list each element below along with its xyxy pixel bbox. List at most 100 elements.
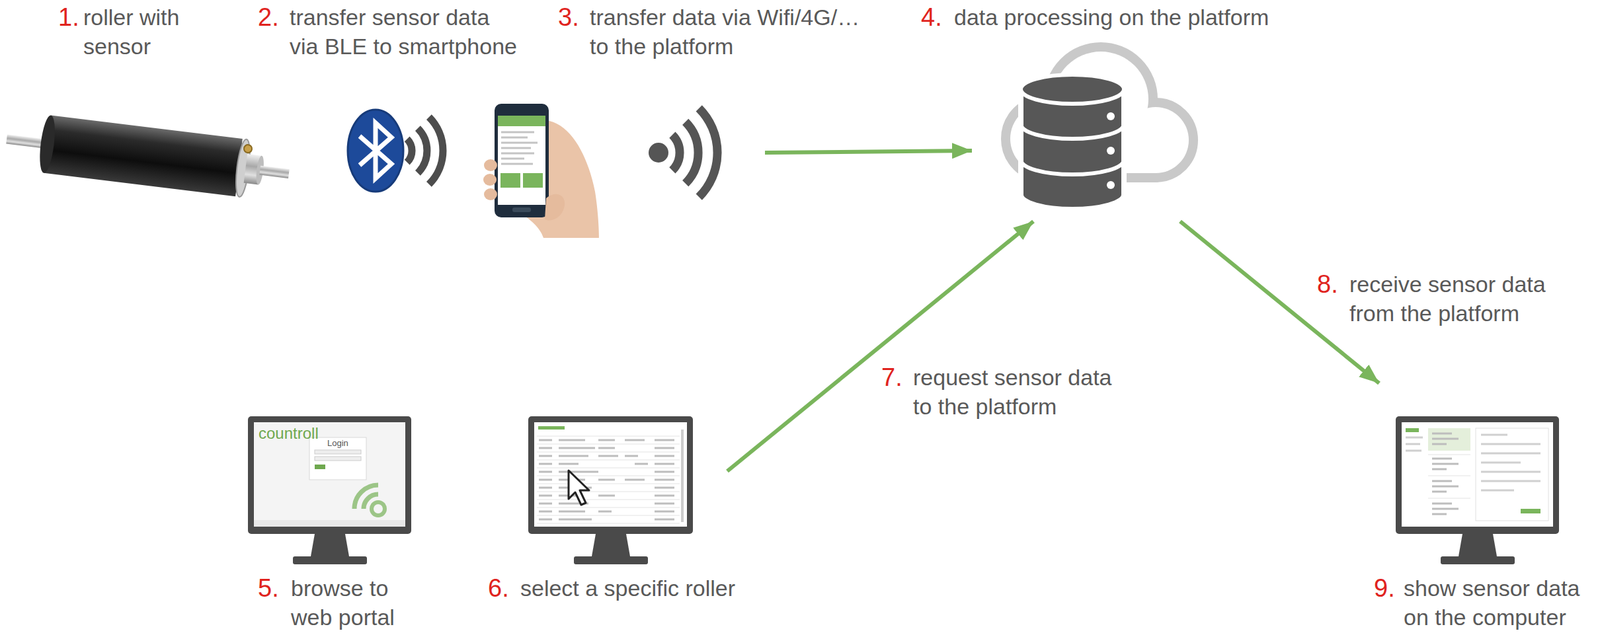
cloud-database-icon: [1106, 146, 1115, 155]
monitor-data-picture: [1458, 534, 1497, 557]
step-caption: data processing on the platform: [954, 2, 1298, 32]
connector-label: request sensor data to the platform: [913, 362, 1125, 422]
illustration-node: 1.roller with sensor: [7, 109, 293, 202]
smartphone-picture: [497, 115, 546, 127]
monitor-login-picture: [253, 520, 406, 527]
data-flow-arrow: [764, 150, 972, 153]
monitor-data-picture: [1405, 437, 1423, 451]
smartphone-picture: [494, 103, 549, 218]
cloud-database-icon: [1020, 124, 1124, 139]
screen-text: Login: [327, 439, 349, 449]
smartphone-picture: [501, 132, 538, 164]
monitor-data-picture: [1475, 428, 1549, 521]
smartphone-picture: [483, 159, 498, 172]
step-number: 1.: [58, 2, 80, 32]
cloud-database-icon: [1010, 51, 1189, 210]
monitor-login-picture: [247, 416, 412, 535]
step-caption: select a specific roller: [520, 573, 785, 603]
smartphone-picture: [500, 173, 521, 188]
bluetooth-icon: [347, 109, 443, 192]
monitor-login-picture: [354, 485, 379, 510]
smartphone-picture: [522, 173, 543, 188]
illustration-node: 4.data processing on the platform: [971, 39, 1197, 222]
monitor-login-picture: [310, 534, 350, 557]
monitor-list-picture: [568, 470, 590, 506]
monitor-data-picture: [1440, 556, 1515, 565]
step-number: 4.: [920, 2, 943, 32]
wireless-icon: [648, 108, 718, 198]
monitor-data-picture: [1405, 428, 1419, 433]
monitor-login-picture: [314, 450, 361, 455]
smartphone-picture: [483, 188, 498, 201]
monitor-login-picture: [292, 556, 367, 565]
monitor-data-picture: [1395, 416, 1560, 565]
monitor-data-picture: [1480, 435, 1541, 491]
monitor-list-picture: [573, 556, 648, 565]
screen-logo: countroll: [258, 425, 319, 443]
step-number: 6.: [487, 573, 510, 603]
monitor-list-picture: [534, 422, 687, 527]
step-number: 5.: [257, 573, 280, 603]
monitor-list-picture: [536, 436, 680, 524]
step-number: 2.: [257, 2, 280, 32]
cloud-database-icon: [1020, 160, 1124, 175]
monitor-data-picture: [1428, 454, 1471, 499]
step-caption: transfer data via Wifi/4G/… to the platf…: [589, 2, 871, 61]
roller-picture: [259, 165, 289, 179]
monitor-data-picture: [1520, 509, 1541, 514]
data-flow-arrow: [727, 221, 1034, 472]
step-caption: roller with sensor: [83, 2, 216, 61]
wireless-icon: [698, 108, 718, 198]
roller-picture: [37, 114, 58, 174]
smartphone-picture: [483, 103, 600, 239]
monitor-login-picture: [247, 416, 412, 565]
smartphone-picture: [512, 207, 531, 213]
illustration-node: 6.select a specific roller: [528, 415, 728, 568]
monitor-list-picture: [538, 440, 675, 520]
monitor-login-picture: [309, 437, 367, 480]
cloud-database-icon: [1020, 74, 1124, 104]
monitor-list-picture: [591, 534, 631, 557]
bluetooth-icon: [347, 109, 404, 192]
bluetooth-icon: [407, 138, 412, 162]
wireless-icon: [648, 142, 669, 163]
callout-number: 8.: [1317, 269, 1339, 299]
monitor-data-picture: [1395, 416, 1560, 535]
smartphone-picture: [497, 115, 546, 205]
smartphone-picture: [544, 194, 565, 221]
roller-picture: [243, 144, 252, 153]
bluetooth-icon: [417, 128, 428, 174]
monitor-login-picture: [314, 464, 326, 470]
monitor-list-picture: [680, 429, 684, 523]
roller-picture: [43, 115, 243, 197]
monitor-data-picture: [1401, 422, 1554, 527]
monitor-list-picture: [528, 416, 693, 565]
monitor-list-picture: [538, 426, 565, 430]
monitor-login-picture: [314, 456, 361, 461]
monitor-list-picture: [528, 416, 693, 535]
cloud-database-icon: [1106, 181, 1115, 190]
monitor-data-picture: [1432, 433, 1459, 515]
step-caption: transfer sensor data via BLE to smartpho…: [289, 2, 523, 61]
cloud-database-icon: [1106, 112, 1115, 121]
step-caption: show sensor data on the computer: [1403, 573, 1593, 633]
cloud-database-icon: [1020, 89, 1124, 210]
bluetooth-icon: [359, 122, 392, 179]
wireless-icon: [672, 134, 680, 171]
illustration-node: 9.show sensor data on the computer: [1368, 383, 1567, 568]
bluetooth-icon: [429, 117, 443, 185]
illustration-node: 2.transfer sensor data via BLE to smartp…: [329, 105, 445, 196]
wireless-icon: [685, 121, 699, 184]
smartphone-picture: [483, 173, 497, 186]
illustration-node: 3.transfer data via Wifi/4G/… to the pla…: [483, 99, 765, 242]
step-number: 9.: [1373, 573, 1396, 603]
roller-picture: [3, 110, 293, 203]
callout-number: 7.: [881, 362, 903, 393]
monitor-login-picture: [363, 494, 379, 510]
connector-label: receive sensor data from the platform: [1349, 269, 1568, 328]
monitor-login-picture: [371, 502, 385, 516]
monitor-login-picture: [253, 422, 406, 527]
step-caption: browse to web portal: [290, 573, 417, 633]
step-number: 3.: [558, 2, 580, 32]
